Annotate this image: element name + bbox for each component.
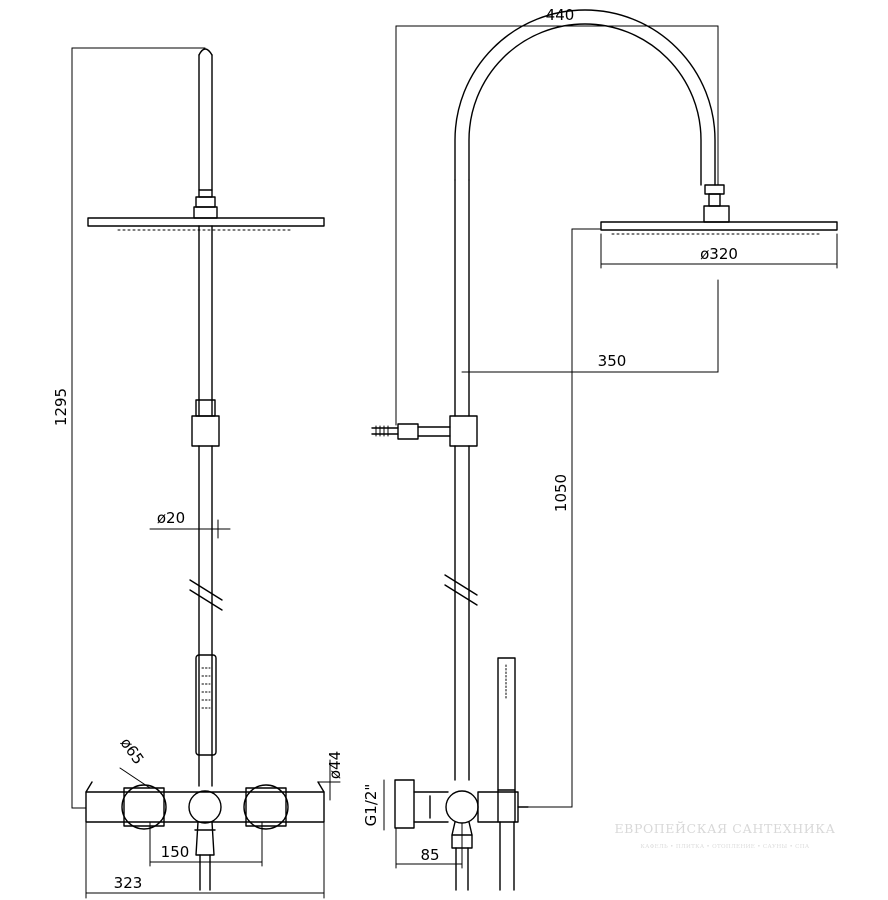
label-diameter-head: ø320 (700, 245, 738, 263)
label-arm-reach: 350 (598, 352, 627, 370)
front-view (85, 48, 325, 891)
watermark-title: ЕВРОПЕЙСКАЯ САНТЕХНИКА (614, 820, 835, 836)
label-height-1295: 1295 (52, 388, 70, 426)
label-diameter-body: ø44 (326, 751, 344, 779)
label-diameter-knob: ø65 (117, 734, 148, 767)
side-view (371, 9, 838, 891)
label-inlet-spacing: 150 (161, 843, 190, 861)
label-width-440: 440 (546, 6, 575, 24)
label-outlet-height: 1050 (552, 474, 570, 512)
side-dimensions (383, 25, 838, 869)
label-diameter-pipe: ø20 (157, 509, 185, 527)
label-body-width: 323 (114, 874, 143, 892)
watermark-subtitle: КАФЕЛЬ • ПЛИТКА • ОТОПЛЕНИЕ • САУНЫ • СП… (641, 844, 810, 850)
label-inlet-thread: G1/2" (362, 784, 380, 827)
front-dimensions (71, 47, 341, 899)
label-wall-offset: 85 (420, 846, 439, 864)
